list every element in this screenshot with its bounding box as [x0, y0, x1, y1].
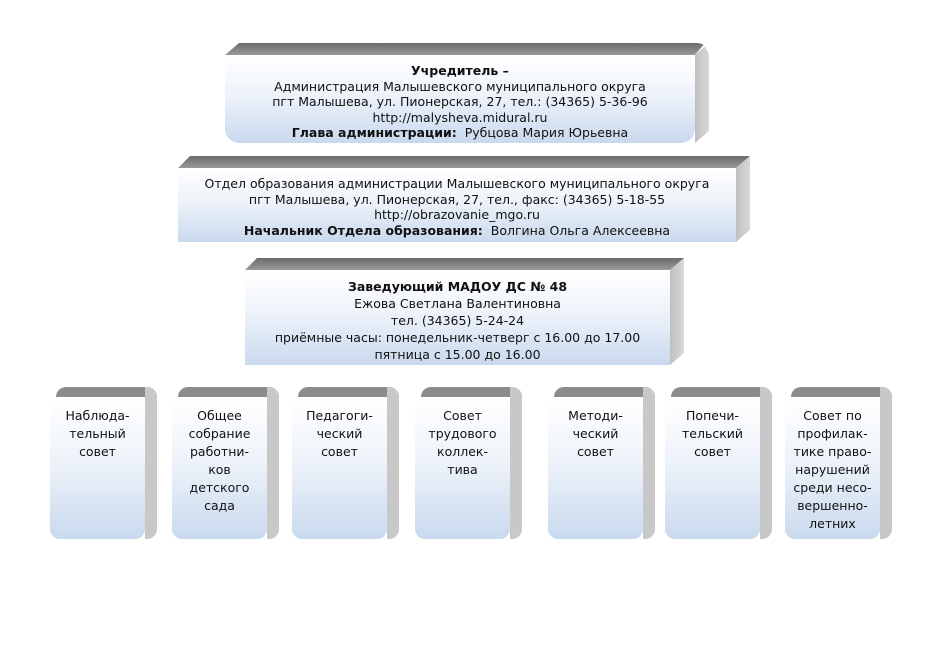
council-general-meeting-text: Общее собрание работни-ков детского сада: [172, 397, 267, 515]
department-address: пгт Малышева, ул. Пионерская, 27, тел., …: [248, 191, 666, 207]
council-supervisory-line: совет: [79, 444, 116, 459]
council-supervisory: Наблюда-тельный совет: [50, 387, 157, 539]
council-methodical-line: ческий: [572, 426, 619, 441]
council-methodical-line: Методи-: [568, 408, 623, 423]
department-head-name: Волгина Ольга Алексеевна: [490, 222, 671, 238]
council-labor-collective-line: коллек-: [437, 444, 488, 459]
founder-box: Учредитель – Администрация Малышевского …: [225, 55, 695, 143]
council-pedagogical-line: совет: [321, 444, 358, 459]
council-supervisory-line: тельный: [69, 426, 126, 441]
council-general-meeting-line: собрание: [188, 426, 251, 441]
council-general-meeting-line: детского: [189, 480, 250, 495]
council-trustee-line: совет: [694, 444, 731, 459]
council-prevention-text: Совет по профилак-тике право-нарушений сре…: [785, 397, 880, 533]
council-prevention-line: Совет по: [803, 408, 862, 423]
council-prevention-line: вершенно-: [797, 498, 868, 513]
council-prevention-line: среди несо-: [793, 480, 872, 495]
director-hours-weekdays: приёмные часы: понедельник-четверг с 16.…: [274, 330, 641, 345]
council-general-meeting-line: сада: [204, 498, 235, 513]
council-prevention-line: тике право-: [793, 444, 872, 459]
council-prevention-line: профилак-: [797, 426, 868, 441]
council-general-meeting-line: ков: [208, 462, 231, 477]
council-general-meeting-line: работни-: [189, 444, 250, 459]
founder-url: http://malysheva.midural.ru: [372, 109, 548, 125]
director-box: Заведующий МАДОУ ДС № 48 Ежова Светлана …: [245, 270, 670, 365]
department-org: Отдел образования администрации Малышевс…: [204, 176, 710, 191]
founder-address: пгт Малышева, ул. Пионерская, 27, тел.: …: [272, 94, 648, 109]
council-prevention-line: нарушений: [795, 462, 870, 477]
director-hours-friday: пятница с 15.00 до 16.00: [374, 347, 541, 362]
council-labor-collective-line: Совет: [443, 408, 482, 423]
council-pedagogical: Педагоги-ческий совет: [292, 387, 399, 539]
founder-org: Администрация Малышевского муниципальног…: [274, 78, 646, 94]
director-title: Заведующий МАДОУ ДС № 48: [347, 279, 568, 294]
founder-title: Учредитель –: [411, 63, 509, 78]
council-labor-collective-line: трудового: [428, 426, 497, 441]
council-methodical-line: совет: [577, 444, 614, 459]
council-labor-collective-line: тива: [447, 462, 478, 477]
founder-head: Глава администрации: Рубцова Мария Юрьев…: [225, 125, 695, 141]
council-supervisory-text: Наблюда-тельный совет: [50, 397, 145, 461]
council-methodical: Методи-ческий совет: [548, 387, 655, 539]
council-pedagogical-text: Педагоги-ческий совет: [292, 397, 387, 461]
department-head-label: Начальник Отдела образования:: [243, 222, 483, 238]
council-pedagogical-line: Педагоги-: [306, 408, 373, 423]
council-prevention-line: летних: [809, 516, 856, 531]
council-methodical-text: Методи-ческий совет: [548, 397, 643, 461]
founder-head-name: Рубцова Мария Юрьевна: [464, 125, 629, 140]
department-head: Начальник Отдела образования: Волгина Ол…: [178, 223, 736, 239]
council-trustee-text: Попечи-тельский совет: [665, 397, 760, 461]
council-labor-collective-text: Совет трудового коллек-тива: [415, 397, 510, 479]
council-labor-collective: Совет трудового коллек-тива: [415, 387, 522, 539]
council-trustee-line: Попечи-: [686, 408, 739, 423]
council-trustee-line: тельский: [682, 426, 743, 441]
director-name: Ежова Светлана Валентиновна: [354, 296, 561, 311]
founder-head-label: Глава администрации:: [291, 125, 457, 140]
council-prevention: Совет по профилак-тике право-нарушений сре…: [785, 387, 892, 539]
council-general-meeting-line: Общее: [197, 408, 242, 423]
council-pedagogical-line: ческий: [316, 426, 363, 441]
department-url: http://obrazovanie_mgo.ru: [374, 207, 540, 222]
director-phone: тел. (34365) 5-24-24: [390, 313, 525, 328]
council-supervisory-line: Наблюда-: [65, 408, 130, 423]
council-general-meeting: Общее собрание работни-ков детского сада: [172, 387, 279, 539]
council-trustee: Попечи-тельский совет: [665, 387, 772, 539]
department-box: Отдел образования администрации Малышевс…: [178, 168, 736, 242]
